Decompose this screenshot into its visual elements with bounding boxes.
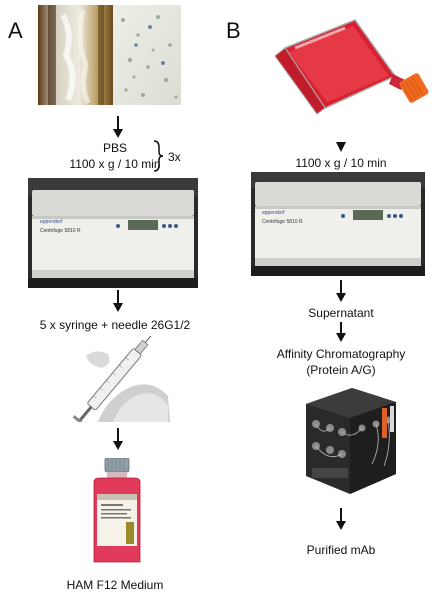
step-protein-ag: (Protein A/G) bbox=[306, 363, 376, 377]
arrow-down bbox=[113, 116, 123, 138]
centrifuge-brand-b: eppendorf bbox=[262, 210, 285, 216]
arrow-down bbox=[336, 508, 346, 530]
step-affinity-chromatography: Affinity Chromatography bbox=[276, 347, 406, 361]
arrow-down bbox=[336, 280, 346, 302]
centrifuge-model-b: Centrifuge 5810 R bbox=[262, 219, 303, 225]
centrifuge-brand-a: eppendorf bbox=[40, 219, 63, 225]
final-label-mab: Purified mAb bbox=[306, 543, 376, 557]
ham-f12-medium-bottle bbox=[88, 458, 146, 564]
step-syringe: 5 x syringe + needle 26G1/2 bbox=[39, 318, 191, 332]
step-pbs: PBS bbox=[102, 141, 127, 155]
step-centrifuge-speed-a: 1100 x g / 10 min bbox=[69, 157, 161, 171]
step-centrifuge-speed-b: 1100 x g / 10 min bbox=[295, 156, 387, 170]
arrow-down bbox=[336, 322, 346, 342]
arrow-down bbox=[336, 138, 346, 152]
centrifuge-photo-b bbox=[251, 172, 425, 276]
final-label-medium: HAM F12 Medium bbox=[66, 578, 164, 592]
chromatography-system-photo bbox=[292, 384, 402, 496]
centrifuge-model-a: Centrifuge 5810 R bbox=[40, 228, 81, 234]
panel-a-letter: A bbox=[8, 18, 23, 43]
culture-flask-photo bbox=[265, 18, 430, 118]
arrow-down bbox=[113, 428, 123, 450]
centrifuge-photo-a bbox=[28, 178, 198, 288]
tissue-cells-photo bbox=[38, 5, 181, 105]
repeat-count: 3x bbox=[168, 150, 181, 164]
panel-b-letter: B bbox=[226, 18, 241, 43]
repeat-brace bbox=[152, 139, 164, 173]
arrow-down bbox=[113, 290, 123, 312]
step-supernatant: Supernatant bbox=[308, 306, 374, 320]
syringe-needle-photo bbox=[58, 336, 170, 422]
